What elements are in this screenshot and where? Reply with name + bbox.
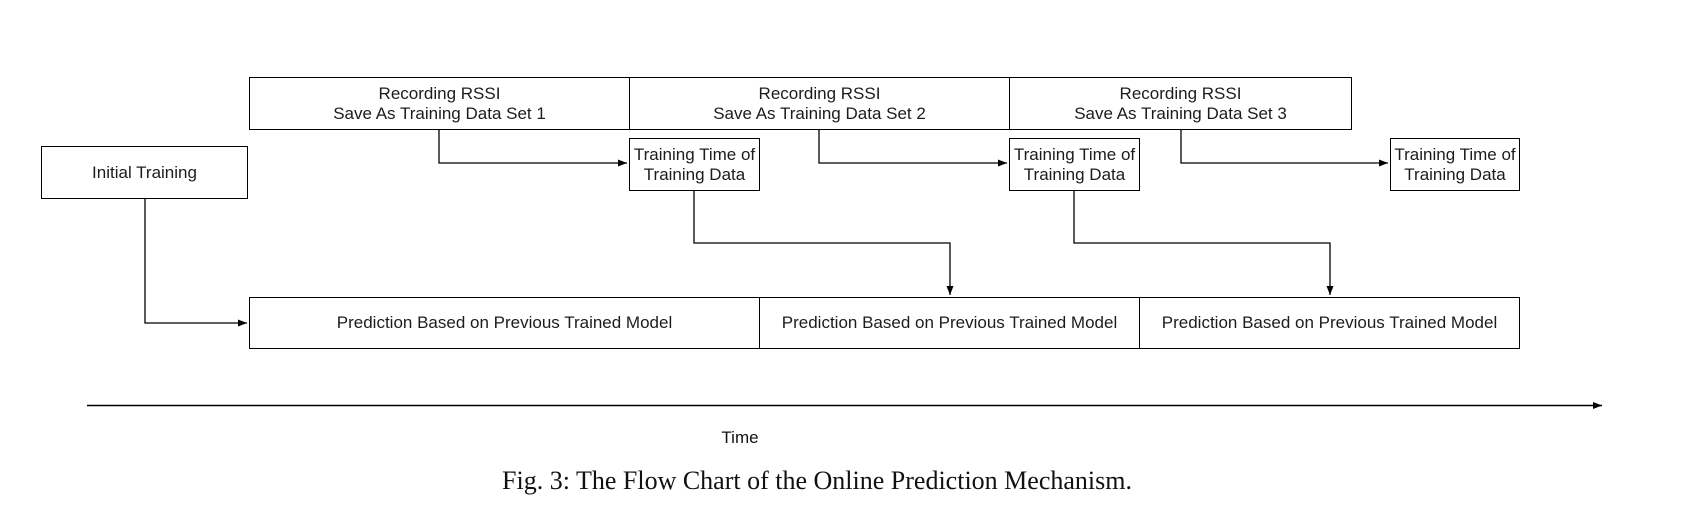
training-time-box-1-line1: Training Time of — [633, 145, 756, 165]
recording-rssi-box-2-line1: Recording RSSI — [758, 84, 881, 104]
connector-recording3-to-trainingtime3 — [1180, 130, 1388, 167]
prediction-box-3-label: Prediction Based on Previous Trained Mod… — [1161, 313, 1498, 333]
recording-rssi-box-3: Recording RSSI Save As Training Data Set… — [1010, 77, 1352, 130]
initial-training-box: Initial Training — [41, 146, 248, 199]
figure-caption: Fig. 3: The Flow Chart of the Online Pre… — [502, 466, 1132, 495]
recording-rssi-box-2: Recording RSSI Save As Training Data Set… — [630, 77, 1010, 130]
recording-rssi-box-2-line2: Save As Training Data Set 2 — [713, 103, 926, 123]
training-time-box-2: Training Time of Training Data — [1009, 138, 1140, 191]
prediction-box-1: Prediction Based on Previous Trained Mod… — [249, 297, 760, 349]
training-time-box-2-line1: Training Time of — [1013, 145, 1136, 165]
training-time-box-1: Training Time of Training Data — [629, 138, 760, 191]
connector-trainingtime2-to-prediction3 — [1073, 191, 1334, 295]
prediction-box-2: Prediction Based on Previous Trained Mod… — [760, 297, 1140, 349]
initial-training-label: Initial Training — [92, 162, 197, 182]
prediction-box-2-label: Prediction Based on Previous Trained Mod… — [781, 313, 1118, 333]
training-time-box-1-line2: Training Data — [643, 164, 746, 184]
time-axis-label: Time — [721, 428, 759, 447]
recording-rssi-box-1-line1: Recording RSSI — [378, 84, 501, 104]
recording-rssi-box-1-line2: Save As Training Data Set 1 — [333, 103, 546, 123]
connector-recording2-to-trainingtime2 — [818, 130, 1007, 167]
recording-rssi-box-3-line1: Recording RSSI — [1119, 84, 1242, 104]
training-time-box-3: Training Time of Training Data — [1390, 138, 1520, 191]
recording-rssi-box-3-line2: Save As Training Data Set 3 — [1074, 103, 1287, 123]
connector-trainingtime1-to-prediction2 — [693, 191, 954, 295]
prediction-box-1-label: Prediction Based on Previous Trained Mod… — [336, 313, 673, 333]
connector-initial-to-prediction1 — [144, 199, 247, 327]
training-time-box-3-line2: Training Data — [1404, 164, 1506, 184]
training-time-box-3-line1: Training Time of — [1394, 145, 1516, 165]
training-time-box-2-line2: Training Data — [1023, 164, 1126, 184]
prediction-box-3: Prediction Based on Previous Trained Mod… — [1140, 297, 1520, 349]
recording-rssi-box-1: Recording RSSI Save As Training Data Set… — [249, 77, 630, 130]
connector-recording1-to-trainingtime1 — [438, 130, 627, 167]
